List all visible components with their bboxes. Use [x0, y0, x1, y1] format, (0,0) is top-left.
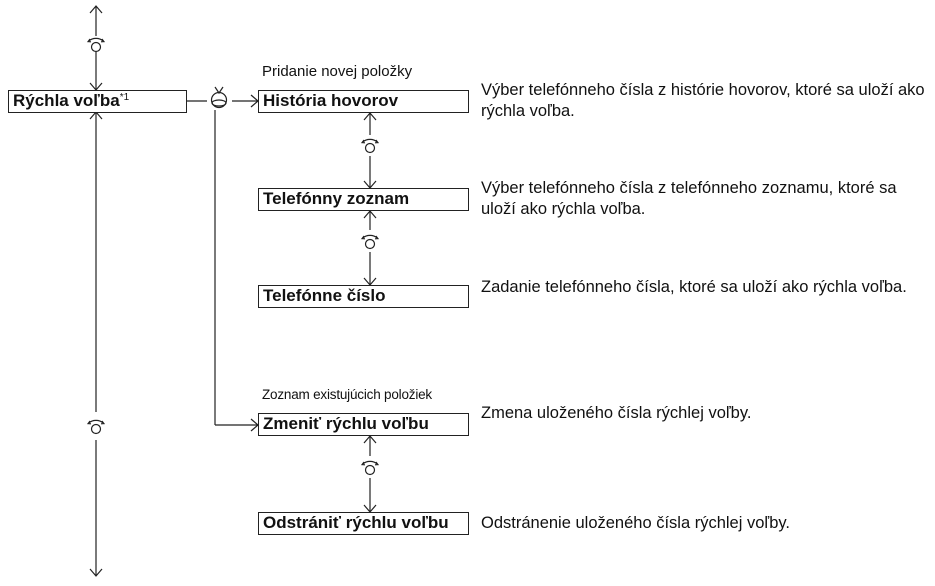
phone-number-item[interactable]: Telefónne číslo [258, 285, 469, 308]
quick-dial-label: Rýchla voľba [13, 91, 120, 110]
call-history-description: Výber telefónneho čísla z histórie hovor… [481, 81, 925, 120]
change-quick-dial-item[interactable]: Zmeniť rýchlu voľbu [258, 413, 469, 436]
add-section-caption: Pridanie novej položky [262, 63, 413, 80]
rotary-knob-icon [87, 419, 105, 435]
change-quick-dial-label: Zmeniť rýchlu voľbu [263, 414, 429, 433]
rotary-knob-icon [361, 460, 379, 476]
phone-number-label: Telefónne číslo [263, 286, 386, 305]
delete-quick-dial-item[interactable]: Odstrániť rýchlu voľbu [258, 512, 469, 535]
footnote-marker: *1 [119, 92, 130, 103]
rotary-knob-icon [361, 138, 379, 154]
phone-number-description: Zadanie telefónneho čísla, ktoré sa ulož… [481, 278, 907, 296]
phonebook-description: Výber telefónneho čísla z telefónneho zo… [481, 179, 897, 218]
rotary-knob-icon [361, 234, 379, 250]
delete-quick-dial-description: Odstránenie uloženého čísla rýchlej voľb… [481, 514, 791, 532]
existing-section-caption: Zoznam existujúcich položiek [262, 387, 432, 402]
change-quick-dial-description: Zmena uloženého čísla rýchlej voľby. [481, 404, 752, 422]
quick-dial-menu-item[interactable]: Rýchla voľba*1 [8, 90, 187, 113]
phonebook-item[interactable]: Telefónny zoznam [258, 188, 469, 211]
call-history-item[interactable]: História hovorov [258, 90, 469, 113]
phonebook-label: Telefónny zoznam [263, 189, 410, 208]
delete-quick-dial-label: Odstrániť rýchlu voľbu [263, 513, 449, 532]
call-history-label: História hovorov [263, 91, 399, 110]
press-knob-icon [210, 86, 228, 109]
rotary-knob-icon [87, 37, 105, 53]
